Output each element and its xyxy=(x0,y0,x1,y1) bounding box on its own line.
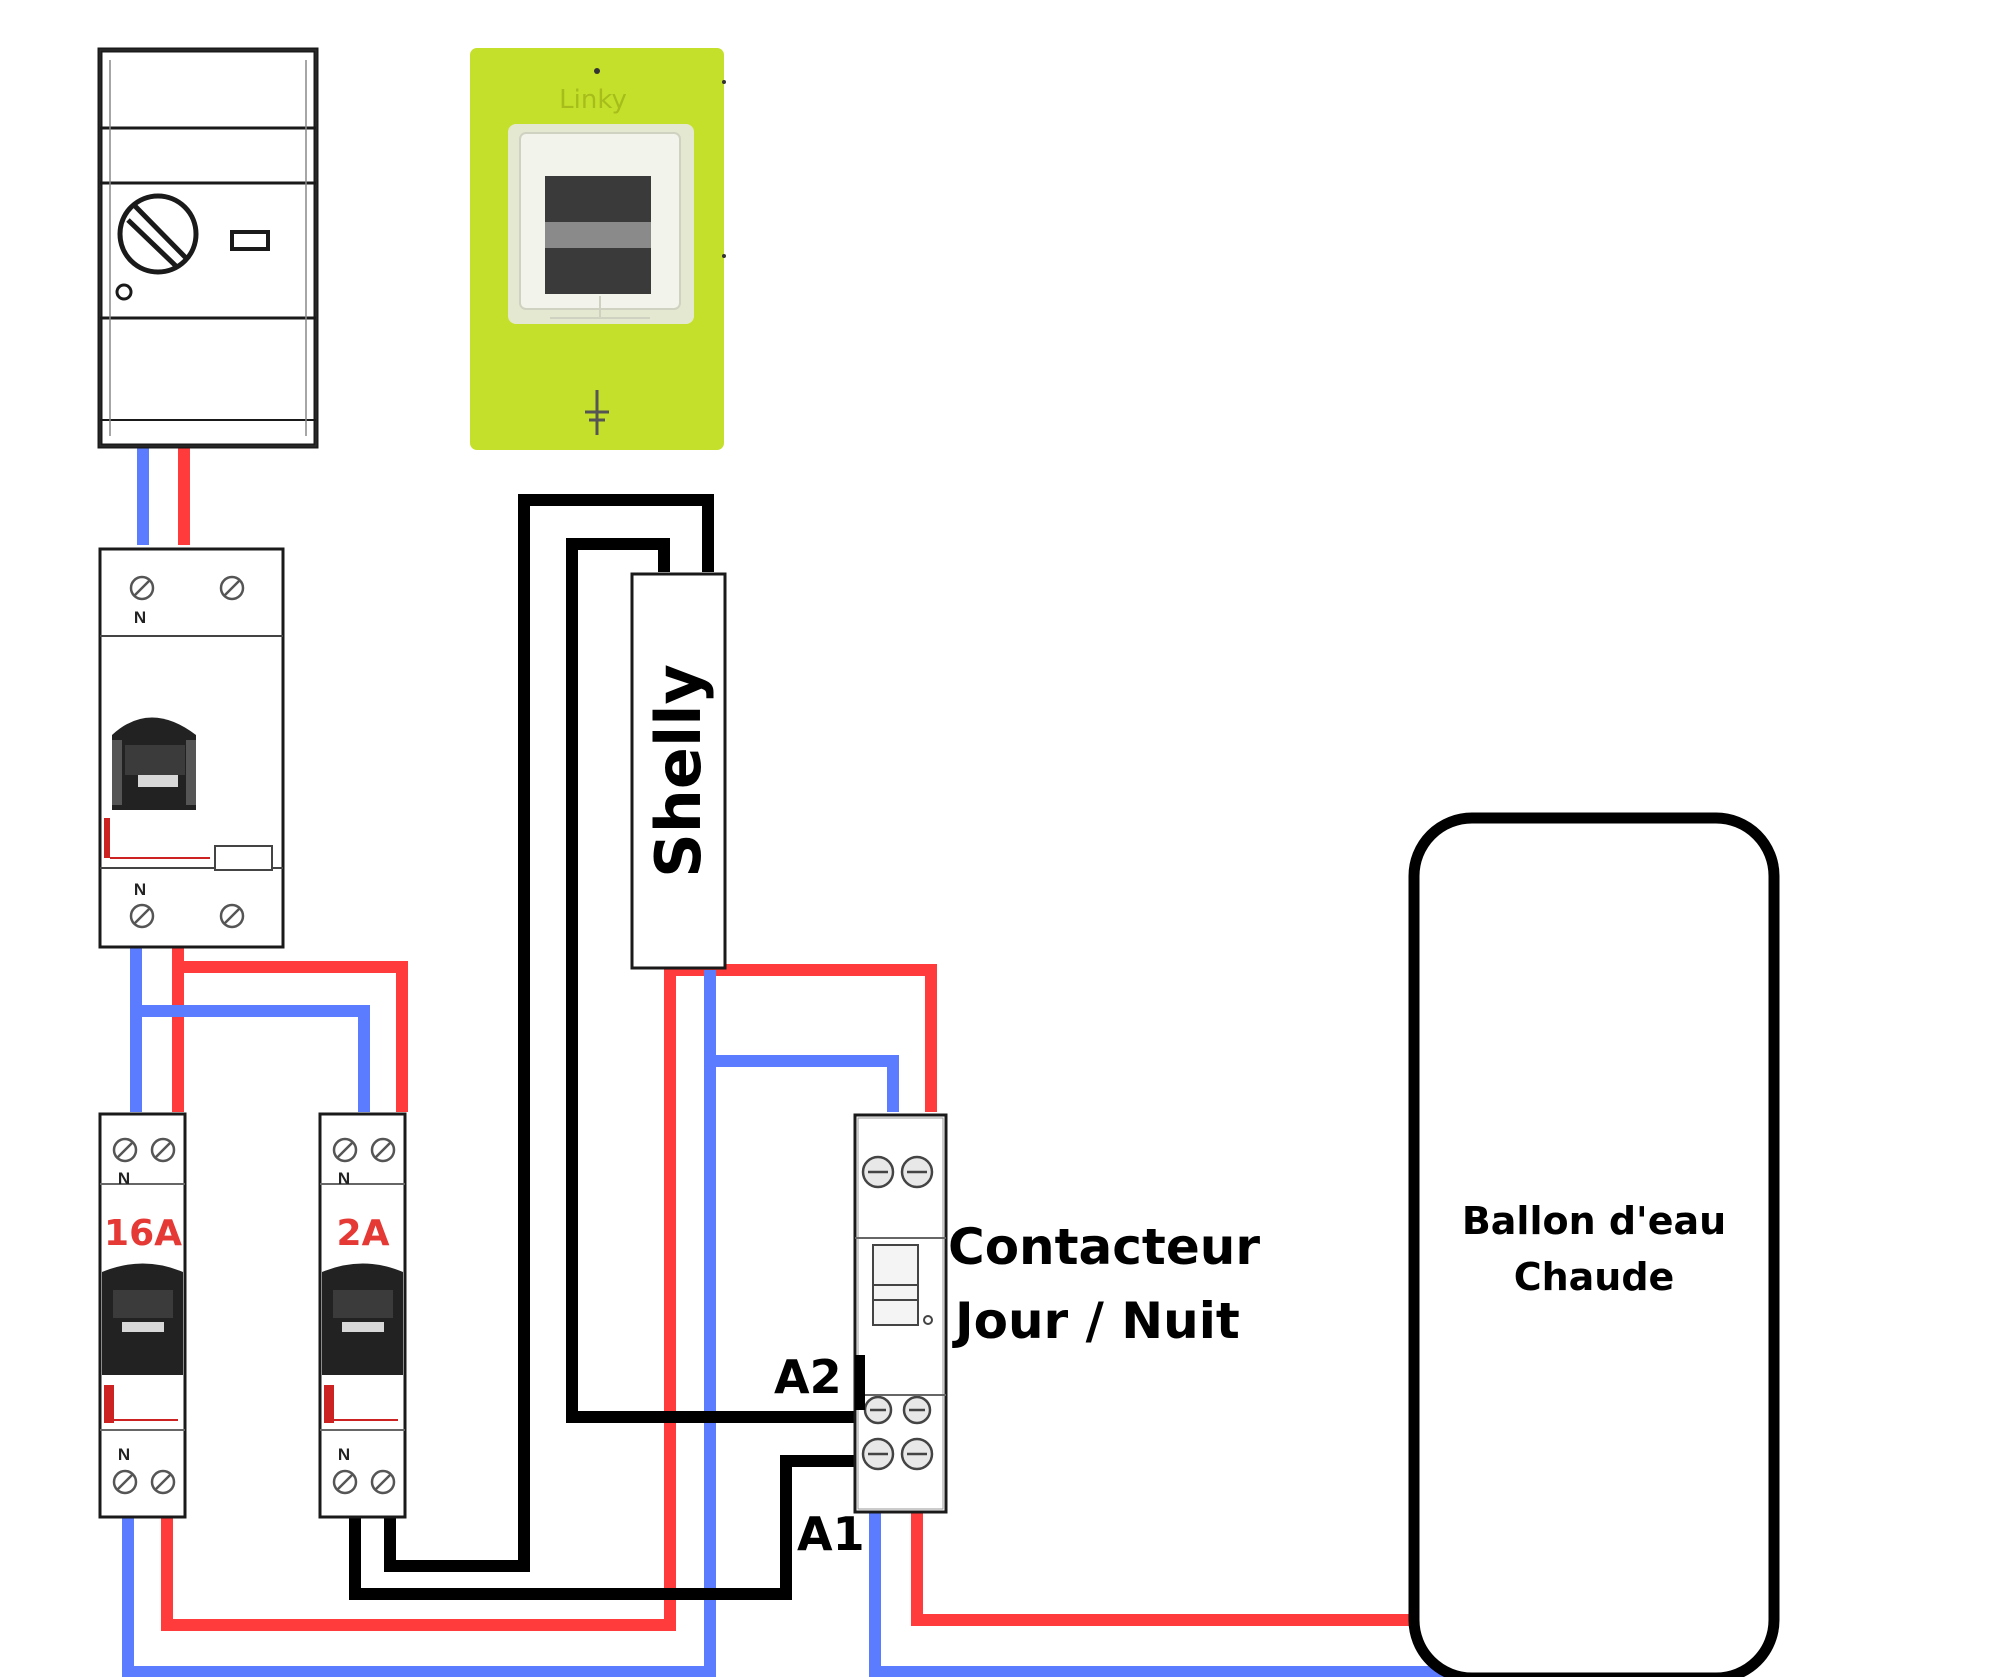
rcd-n-top-label: N xyxy=(134,608,146,627)
breaker-2a-rating: 2A xyxy=(337,1213,390,1254)
breaker-2a-n-top: N xyxy=(338,1169,350,1188)
wire-phase-rcd-to-2a xyxy=(178,961,408,1112)
wire-control-2a-to-shelly xyxy=(384,494,714,1572)
wire-control-2a-to-a1 xyxy=(349,1455,855,1600)
rcd-n-bottom-label: N xyxy=(134,880,146,899)
contactor-a2-label: A2 xyxy=(774,1350,842,1404)
breaker-16a-n-bottom: N xyxy=(118,1445,130,1464)
rcd-toggle-icon xyxy=(112,717,196,810)
breaker-2a-icon: N 2A N xyxy=(318,1112,407,1519)
wire-neutral-contactor-to-heater xyxy=(869,1513,1450,1677)
breaker-16a-rating: 16A xyxy=(104,1213,182,1254)
water-heater-label-line1: Ballon d'eau xyxy=(1462,1199,1726,1243)
breaker-16a-n-top: N xyxy=(118,1169,130,1188)
breaker-16a-icon: N 16A N xyxy=(98,1112,187,1519)
wire-control-shelly-to-a2 xyxy=(566,538,855,1423)
main-breaker-icon xyxy=(97,47,319,449)
water-heater: Ballon d'eau Chaude xyxy=(1408,812,1780,1677)
contactor-a1-label: A1 xyxy=(797,1507,865,1561)
screw-terminal-icon xyxy=(129,575,245,929)
wire-neutral-16a-out xyxy=(122,970,716,1677)
wire-neutral-rcd-to-2a xyxy=(136,1005,370,1112)
wire-phase-16a-out xyxy=(161,964,937,1631)
wires xyxy=(122,448,1450,1677)
contactor-module xyxy=(853,1113,948,1514)
wire-phase-contactor-to-heater xyxy=(911,1513,1410,1626)
shelly-label: Shelly xyxy=(642,664,715,878)
contactor-label-line2: Jour / Nuit xyxy=(952,1292,1240,1350)
wire-neutral-to-contactor xyxy=(710,1055,899,1112)
rcd-module: N N xyxy=(98,547,285,949)
linky-brand-label: Linky xyxy=(559,85,627,115)
shelly-module: Shelly xyxy=(630,572,727,970)
earth-icon xyxy=(585,390,609,435)
linky-meter-icon: Linky xyxy=(470,48,726,450)
contactor-label-line1: Contacteur xyxy=(948,1218,1260,1276)
breaker-2a-n-bottom: N xyxy=(338,1445,350,1464)
water-heater-label-line2: Chaude xyxy=(1514,1255,1675,1299)
